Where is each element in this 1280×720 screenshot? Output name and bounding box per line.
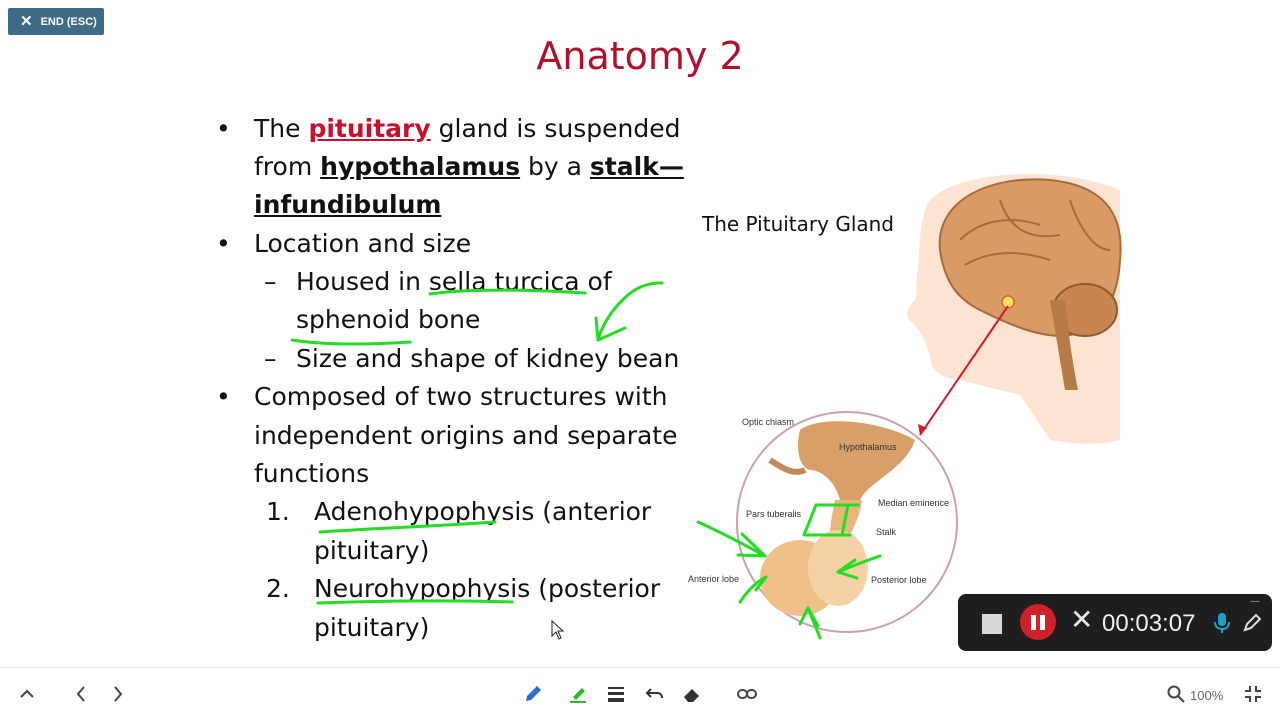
zoom-search-icon[interactable] [1164,682,1188,706]
label-median-eminence: Median eminence [878,498,950,508]
cancel-recording-button[interactable]: ✕ [1070,603,1094,636]
pen-tool-icon[interactable] [521,682,545,706]
annotation-underline-neuro [316,599,514,605]
list-item-neurohypophysis: Neurohypophysis (posterior [314,574,661,603]
term-pituitary: pituitary [308,114,431,143]
pause-recording-button[interactable] [1020,604,1056,640]
list-number: 1. [266,497,290,526]
figure-title: The Pituitary Gland [702,212,895,236]
brainstem [1050,300,1078,390]
label-optic-chiasm: Optic chiasm [742,417,795,427]
mouse-cursor [551,620,565,640]
dash-marker: – [264,344,277,373]
pituitary-highlight [1001,295,1015,309]
chevron-up-icon[interactable] [15,682,39,706]
slide-title: Anatomy 2 [536,34,744,78]
bullet-marker: • [216,229,231,258]
bullet2-text: Location and size [254,229,472,258]
annotation-underline-sella [428,288,587,296]
link-icon[interactable] [735,682,759,706]
annotation-underline-sphenoid [290,338,412,346]
bullet1-line1: The pituitary gland is suspended [254,110,680,148]
annotation-arrow-left [696,520,767,558]
label-stalk: Stalk [876,527,897,537]
bullet3-line3: functions [254,459,370,488]
undo-icon[interactable] [642,682,666,706]
annotation-arrow-sella [594,281,664,342]
list-item-adenohypophysis: Adenohypophysis (anterior [314,497,652,526]
screen-recorder-panel: ✕ 00:03:07 — [958,594,1272,651]
end-presentation-button[interactable]: ✕ END (ESC) [8,8,104,35]
bullet3-line2: independent origins and separate [254,421,678,450]
label-anterior-lobe: Anterior lobe [688,574,740,584]
recording-timer: 00:03:07 [1102,610,1196,637]
dash-marker: – [264,267,277,296]
pen-icon[interactable] [1242,613,1262,633]
microphone-icon[interactable] [1214,612,1230,634]
end-button-label: END (ESC) [40,15,97,28]
label-hypothalamus: Hypothalamus [839,442,897,452]
term-infundibulum: infundibulum [254,190,442,219]
list-item-neurohypophysis-cont: pituitary) [314,613,430,642]
presentation-toolbar: 100% [0,667,1280,720]
text-run: gland is suspended [430,114,681,143]
line-weight-icon[interactable] [604,682,628,706]
bullet-marker: • [216,382,231,411]
stop-recording-button[interactable] [982,614,1002,634]
pointer-line [919,305,1009,436]
highlighter-tool-icon[interactable] [566,682,590,706]
text-run: from [254,152,321,181]
next-slide-button[interactable] [106,682,130,706]
posterior-lobe [808,530,868,606]
previous-slide-button[interactable] [69,682,93,706]
hypothalamus-shape [798,421,915,500]
text-run: by a [520,152,590,181]
label-posterior-lobe: Posterior lobe [871,575,927,585]
annotation-arrow-right [836,554,882,580]
bullet-marker: • [216,114,231,143]
annotation-box-stalk [802,503,860,537]
label-pars-tuberalis: Pars tuberalis [746,509,802,519]
eraser-icon[interactable] [680,682,704,706]
term-stalk: stalk— [589,152,684,181]
annotation-arrow-low-left [738,575,768,604]
bullet2-sub1b: sphenoid bone [296,305,481,334]
bullet1-line3: infundibulum [254,186,441,224]
term-hypothalamus: hypothalamus [320,152,521,181]
minimize-icon[interactable]: — [1250,596,1260,607]
annotation-underline-adeno [318,520,497,534]
close-icon: ✕ [20,13,33,30]
bullet2-sub2: Size and shape of kidney bean [296,344,680,373]
bullet1-line2: from hypothalamus by a stalk— [254,148,684,186]
bullet3-line1: Composed of two structures with [254,382,668,411]
fullscreen-exit-icon[interactable] [1241,682,1265,706]
text-run: The [254,114,309,143]
zoom-level: 100% [1190,688,1224,703]
list-number: 2. [266,574,290,603]
list-item-adenohypophysis-cont: pituitary) [314,536,430,565]
annotation-arrow-bottom [798,606,822,640]
